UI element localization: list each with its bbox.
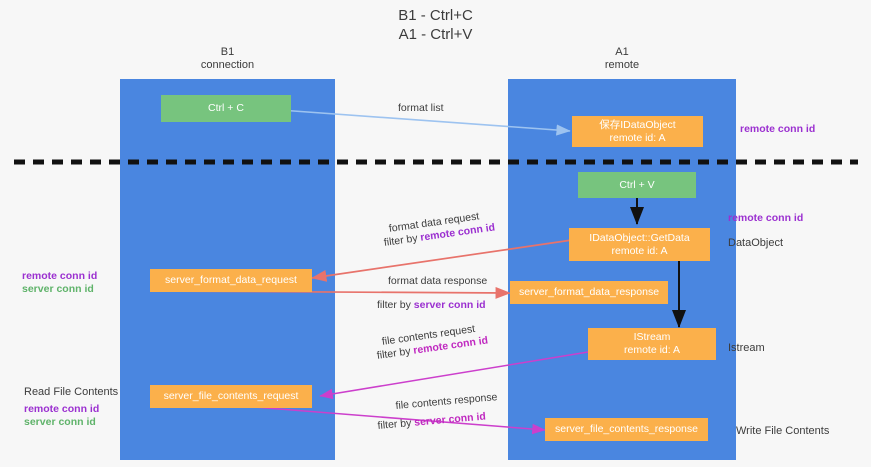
node-server-file-contents-request-label: server_file_contents_request (163, 390, 299, 402)
node-server-file-contents-response[interactable]: server_file_contents_response (545, 418, 708, 441)
column-b1-sub: connection (200, 59, 255, 71)
node-ctrl-c-label: Ctrl + C (208, 102, 244, 114)
node-save-idataobject[interactable]: 保存IDataObject remote id: A (572, 116, 703, 147)
label-fcr-filter-pre: filter by (376, 344, 415, 362)
label-format-data-response-filter: filter by server conn id (377, 298, 486, 312)
label-fdr-filter-pre: filter by (383, 231, 422, 249)
node-ctrl-c[interactable]: Ctrl + C (161, 95, 291, 122)
node-save-idataobject-line2: remote id: A (609, 131, 666, 144)
label-fcrs-filter-key: server conn id (413, 410, 487, 429)
node-istream-line2: remote id: A (623, 344, 681, 356)
title-line-1: B1 - Ctrl+C (398, 7, 473, 24)
title-line-2: A1 - Ctrl+V (398, 26, 473, 43)
column-a1-name: A1 (615, 46, 629, 58)
label-file-contents-response-filter: filter by server conn id (377, 410, 486, 433)
side-label-istream: Istream (728, 342, 765, 354)
label-format-list: format list (398, 102, 444, 114)
node-istream-line1: IStream (633, 331, 671, 343)
node-save-idataobject-line1: 保存IDataObject (599, 118, 676, 131)
node-server-format-data-response-label: server_format_data_response (518, 286, 660, 298)
side-label-left-remote-conn-id-mid: remote conn id (22, 270, 98, 282)
node-getdata-line1: IDataObject::GetData (589, 231, 690, 244)
label-fdrs-filter-pre: filter by (377, 299, 414, 311)
node-ctrl-v[interactable]: Ctrl + V (578, 172, 696, 198)
node-server-file-contents-response-label: server_file_contents_response (554, 423, 698, 435)
node-server-format-data-request[interactable]: server_format_data_request (150, 269, 312, 292)
diagram-title: B1 - Ctrl+C A1 - Ctrl+V (0, 6, 871, 44)
side-label-dataobject: DataObject (728, 237, 784, 249)
side-label-write-file-contents: Write File Contents (736, 425, 830, 437)
node-server-format-data-request-label: server_format_data_request (165, 274, 297, 286)
node-server-file-contents-request[interactable]: server_file_contents_request (150, 385, 312, 408)
side-label-left-server-conn-id-mid: server conn id (22, 283, 94, 295)
label-fdrs-filter-key: server conn id (413, 299, 486, 311)
node-istream[interactable]: IStream remote id: A (588, 328, 716, 360)
side-label-remote-conn-id-mid: remote conn id (728, 212, 804, 224)
column-header-b1: B1 connection (120, 46, 335, 72)
node-server-format-data-response[interactable]: server_format_data_response (510, 281, 668, 304)
label-fcrs-filter-pre: filter by (377, 416, 415, 432)
side-label-left-remote-conn-id-bot: remote conn id (24, 403, 100, 415)
label-format-data-response: format data response (388, 275, 488, 287)
side-label-read-file-contents: Read File Contents (24, 386, 119, 398)
side-label-left-server-conn-id-bot: server conn id (24, 416, 96, 428)
node-idataobject-getdata[interactable]: IDataObject::GetData remote id: A (569, 228, 710, 261)
side-label-remote-conn-id-top: remote conn id (740, 123, 816, 135)
node-ctrl-v-label: Ctrl + V (619, 178, 655, 191)
column-header-a1: A1 remote (508, 46, 736, 72)
column-a1-sub: remote (604, 59, 640, 71)
node-getdata-line2: remote id: A (611, 244, 668, 257)
column-b1-name: B1 (220, 46, 235, 58)
